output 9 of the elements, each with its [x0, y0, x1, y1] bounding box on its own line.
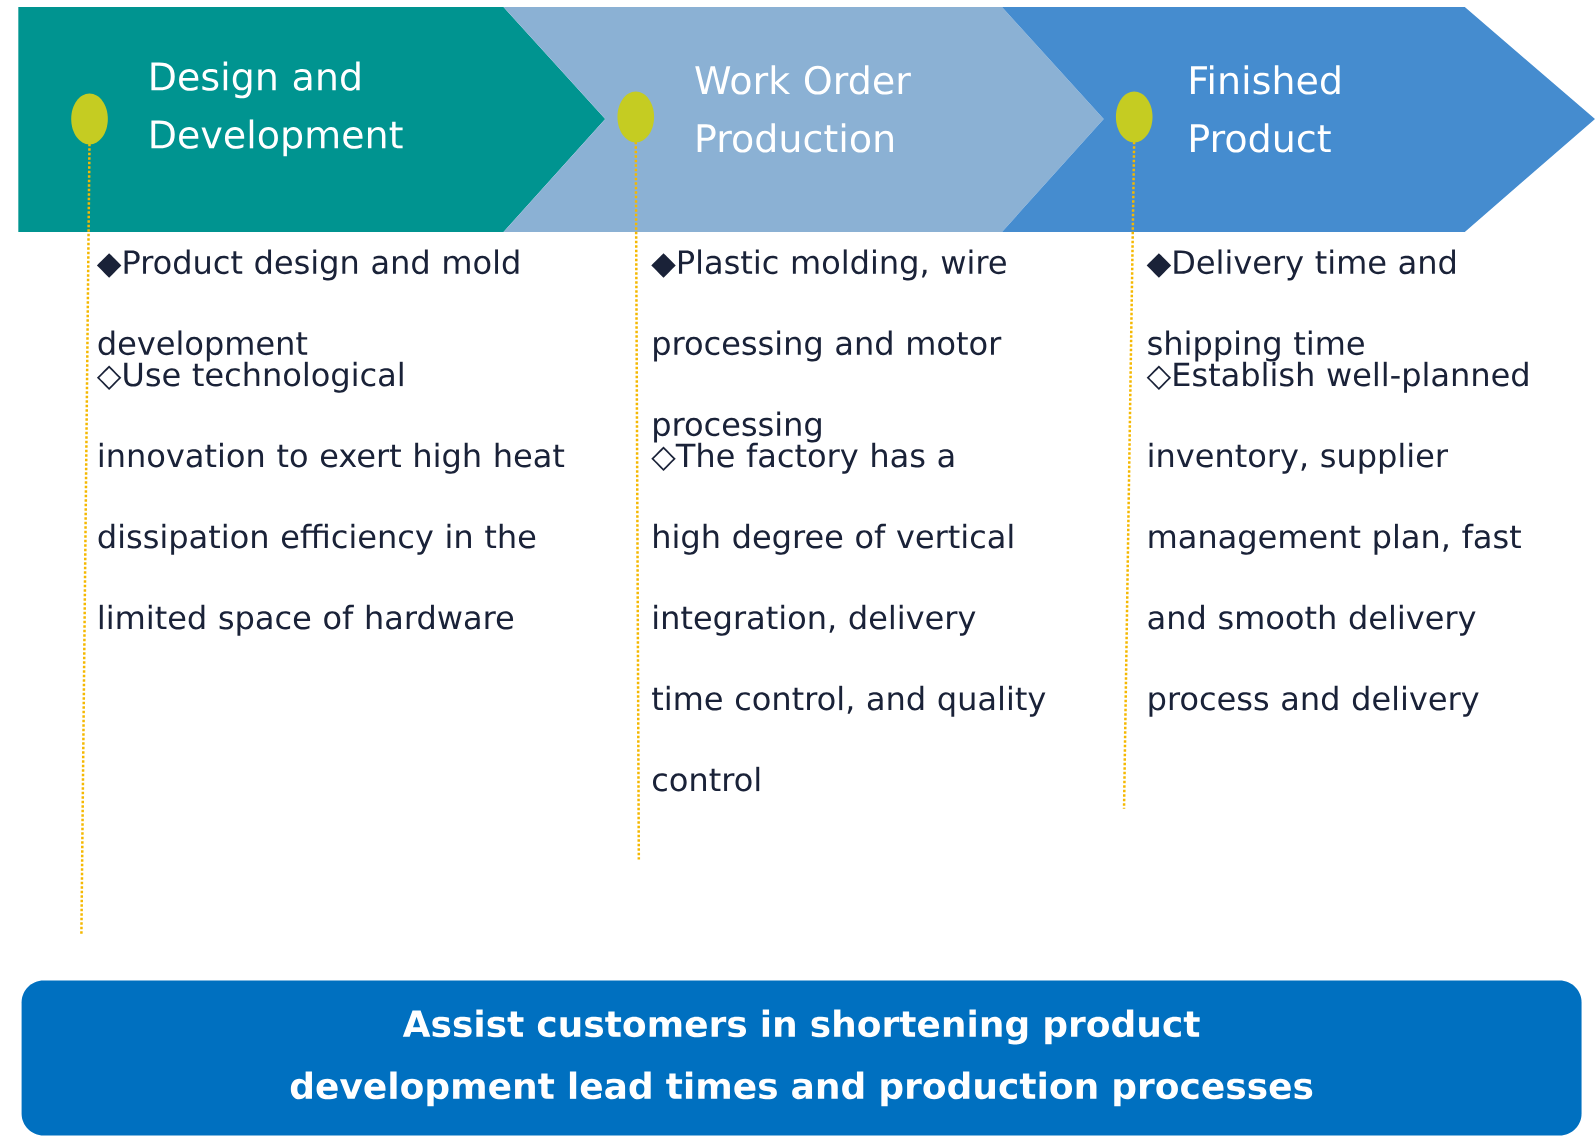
bullet-text: ◆Delivery time and shipping time — [1146, 249, 1455, 362]
bullet-text: ◆Product design and mold development — [96, 249, 519, 362]
chevron-step: Work Order Production — [503, 7, 1104, 232]
bullet-text: ◇Establish well-planned inventory, supplier management plan, fast and smooth delivery process and delivery — [1146, 361, 1528, 717]
bullet-text: ◆Plastic molding, wire processing and motor processing — [651, 249, 1006, 443]
bullet-text: ◇Use technological innovation to exert high heat dissipation efficiency in the limited space of hardware — [96, 361, 565, 636]
chevron-step: Finished Product — [1001, 7, 1595, 232]
summary-banner: Assist customers in shortening product development lead times and production processes — [21, 980, 1582, 1136]
bullet-text: ◇The factory has a high degree of vertical integration, delivery time control, and quality control — [651, 442, 1046, 792]
